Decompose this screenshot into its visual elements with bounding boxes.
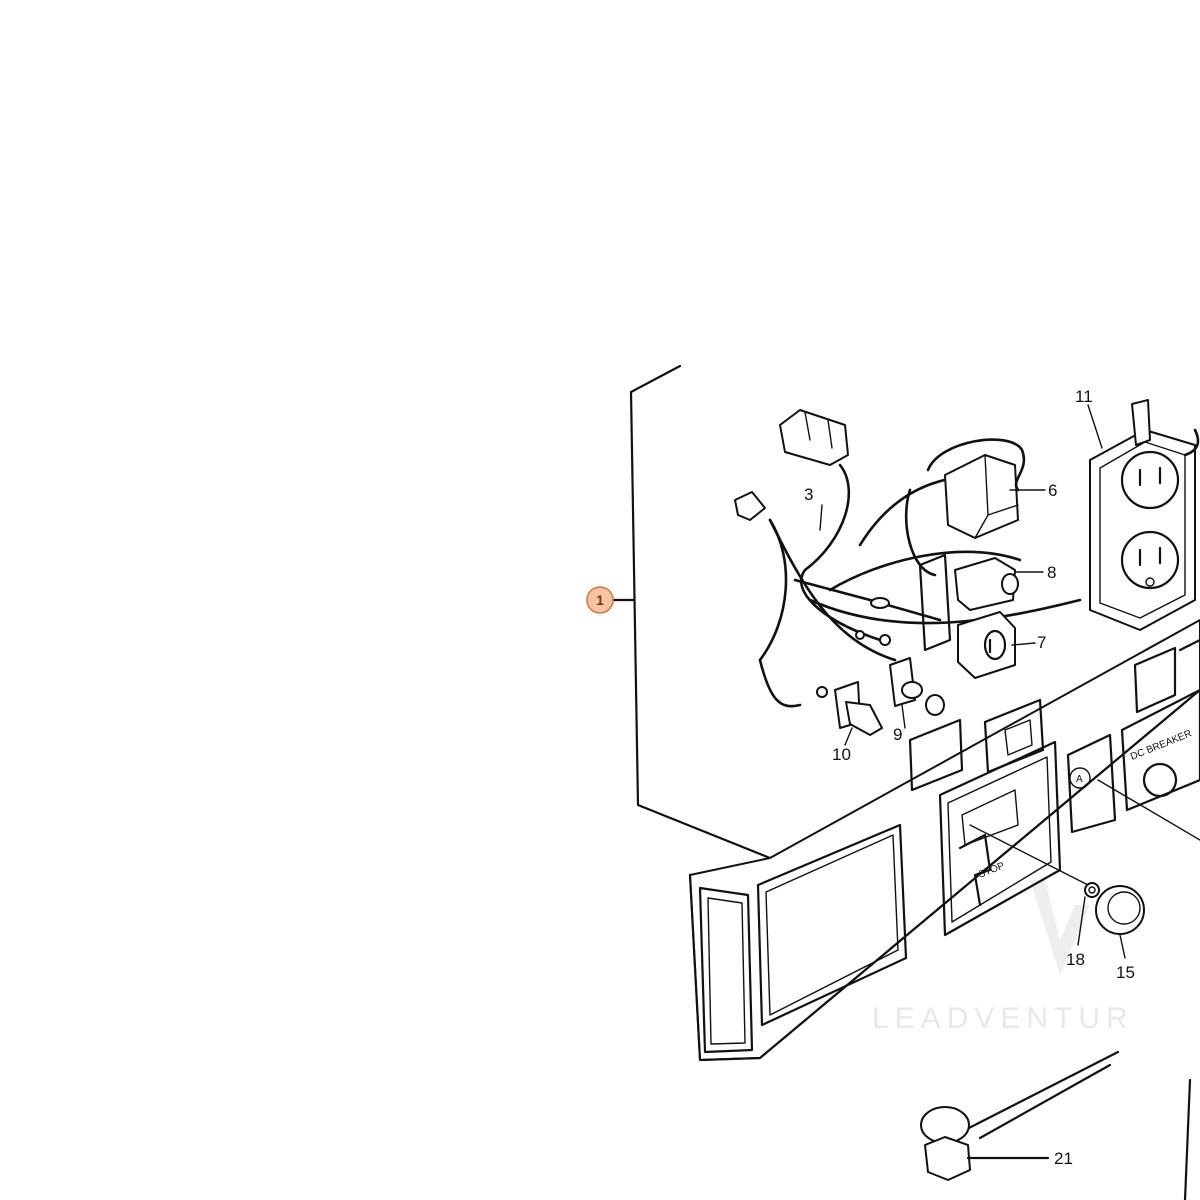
part-8-component <box>918 553 1019 652</box>
part-6-regulator <box>904 438 1026 577</box>
part-10-toggle <box>816 681 883 736</box>
watermark-text: LEADVENTUR <box>872 1002 1134 1035</box>
part-9-switch <box>889 657 945 716</box>
callout-10: 10 <box>832 745 851 764</box>
part-11-receptacle <box>1089 399 1200 631</box>
callout-9: 9 <box>893 725 902 744</box>
callout-15: 15 <box>1116 963 1135 982</box>
part-7-socket <box>957 611 1016 679</box>
callout-6: 6 <box>1048 481 1057 500</box>
part-15-knob <box>1095 885 1145 935</box>
callout-11: 11 <box>1075 387 1093 406</box>
assembly-bracket <box>612 364 772 860</box>
callout-18: 18 <box>1066 950 1085 969</box>
callout-1-label: 1 <box>596 592 604 608</box>
control-panel: STOP DC BREAKER A <box>688 619 1200 1062</box>
hotspot-callout-1[interactable]: 1 <box>586 586 614 614</box>
leader-lines <box>819 404 1126 1160</box>
ammeter-label: A <box>1076 774 1083 785</box>
callout-7: 7 <box>1037 633 1046 652</box>
part-18-washer <box>1084 882 1100 898</box>
hotspot-badge[interactable] <box>586 586 614 614</box>
callout-labels: 3 6 7 8 9 10 11 15 18 21 <box>804 387 1135 1168</box>
watermark-logo-icon <box>1030 880 1090 975</box>
callout-21: 21 <box>1054 1149 1073 1168</box>
part-21-cap <box>920 1050 1192 1200</box>
callout-8: 8 <box>1047 563 1056 582</box>
ammeter-icon <box>1069 767 1091 789</box>
callout-3: 3 <box>804 485 813 504</box>
watermark: LEADVENTUR <box>872 880 1134 1035</box>
